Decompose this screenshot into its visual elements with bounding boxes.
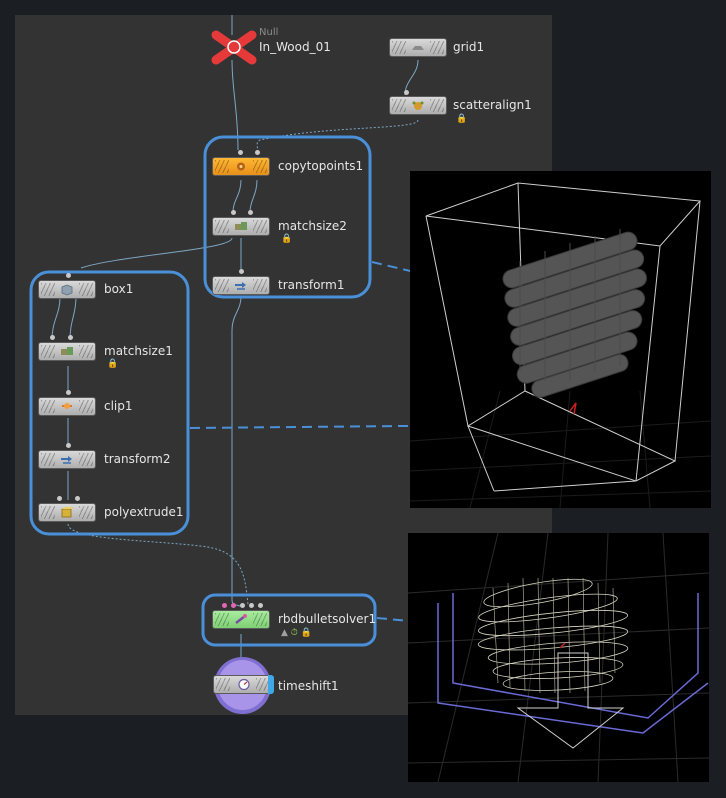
polyextrude-icon: [61, 507, 74, 518]
box1-label: box1: [104, 282, 134, 296]
null-type-label: Null: [259, 27, 279, 38]
copy-icon: [237, 162, 245, 171]
null-x-icon: [211, 30, 257, 65]
timeshift1-node[interactable]: [213, 675, 273, 694]
rbdbulletsolver1-label: rbdbulletsolver1: [278, 612, 377, 626]
transform1-label: transform1: [278, 278, 345, 292]
matchsize2-label: matchsize2: [278, 219, 347, 233]
copytopoints1-label: copytopoints1: [278, 159, 364, 173]
transform-icon: [235, 282, 246, 290]
grid1-node[interactable]: [389, 38, 447, 57]
clip1-node[interactable]: [38, 397, 96, 416]
transform2-label: transform2: [104, 452, 171, 466]
matchsize1-label: matchsize1: [104, 344, 173, 358]
rbdbulletsolver1-node[interactable]: [212, 610, 270, 629]
grid1-label: grid1: [453, 40, 485, 54]
clip-icon: [62, 403, 72, 409]
scatteralign1-node[interactable]: [389, 96, 447, 115]
null-node[interactable]: [210, 30, 260, 65]
matchsize-icon: [235, 222, 247, 230]
viewport-scene: [408, 533, 709, 782]
grid-icon: [412, 46, 424, 50]
transform2-node[interactable]: [38, 450, 96, 469]
lock-icon: 🔒: [281, 234, 293, 244]
transform1-node[interactable]: [212, 276, 270, 295]
rbd-simulation-viewport[interactable]: [408, 533, 709, 782]
matchsize1-node[interactable]: [38, 342, 96, 361]
box-icon: [61, 284, 73, 296]
display-flag[interactable]: [268, 675, 274, 694]
copytopoints1-node[interactable]: [212, 157, 270, 176]
lock-icon: 🔒: [107, 359, 119, 369]
polyextrude1-node[interactable]: [38, 503, 96, 522]
clip1-label: clip1: [104, 399, 133, 413]
solver-icon: [235, 614, 247, 624]
scatteralign1-label: scatteralign1: [453, 98, 532, 112]
matchsize2-node[interactable]: [212, 217, 270, 236]
null-node-label: In_Wood_01: [259, 40, 331, 54]
matchsize-icon: [61, 347, 73, 355]
copied-logs-viewport[interactable]: [410, 171, 711, 508]
lock-icon: 🔒: [456, 114, 468, 124]
polyextrude1-label: polyextrude1: [104, 505, 184, 519]
timeshift-icon: [238, 678, 250, 691]
scatter-icon: [412, 101, 424, 110]
transform-icon: [61, 456, 72, 464]
box1-node[interactable]: [38, 280, 96, 299]
viewport-scene: [410, 182, 711, 508]
timeshift1-label: timeshift1: [278, 679, 339, 693]
solver-status-icons: ▲ ⏱ 🔒: [281, 628, 312, 638]
